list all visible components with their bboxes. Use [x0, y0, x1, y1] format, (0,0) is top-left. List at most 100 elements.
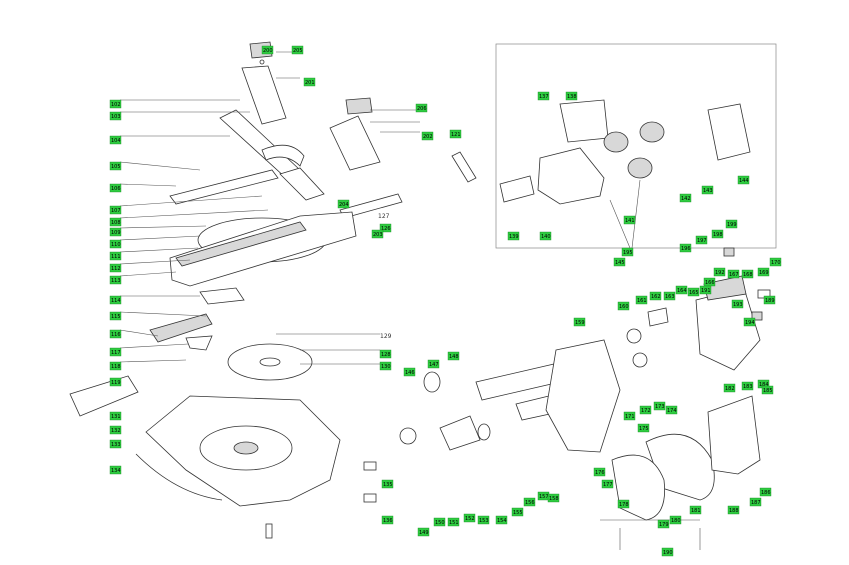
- part-tag-box: [477, 515, 490, 525]
- part-tag-box: [109, 347, 122, 357]
- part-tag-106: 106: [109, 183, 122, 193]
- fence-rail-lower: [169, 167, 325, 205]
- part-tag-label: 198: [713, 232, 723, 238]
- saw-arm: [545, 339, 621, 453]
- part-tag-label: 140: [541, 234, 551, 240]
- part-tag-205: 205: [291, 45, 304, 55]
- part-tag-199: 199: [725, 219, 738, 229]
- part-tag-box: [737, 175, 750, 185]
- part-tag-label: 181: [691, 508, 701, 514]
- rear-cover: [707, 395, 761, 475]
- part-tag-box: [109, 227, 122, 237]
- part-tag-box: [695, 235, 708, 245]
- part-tag-box: [109, 329, 122, 339]
- part-tag-206: 206: [415, 103, 428, 113]
- part-tag-box: [675, 285, 688, 295]
- gear-large: [626, 328, 648, 368]
- part-tag-label: 153: [479, 518, 489, 524]
- part-tag-171: 171: [623, 411, 636, 421]
- part-tag-box: [547, 493, 560, 503]
- part-tag-label: 161: [637, 298, 647, 304]
- part-tag-195: 195: [621, 247, 634, 257]
- part-tag-188: 188: [727, 505, 740, 515]
- part-tag-label: 148: [449, 354, 459, 360]
- part-tag-label: 128: [381, 352, 391, 358]
- part-tag-box: [511, 507, 524, 517]
- part-tag-box: [303, 77, 316, 87]
- part-tag-138: 138: [565, 91, 578, 101]
- part-tag-label: 152: [465, 516, 475, 522]
- part-tag-label: 176: [595, 470, 605, 476]
- part-tag-label: 149: [419, 530, 429, 536]
- part-tag-151: 151: [447, 517, 460, 527]
- part-tag-box: [109, 183, 122, 193]
- part-tag-label: 117: [111, 350, 121, 356]
- part-tag-box: [109, 251, 122, 261]
- part-tag-144: 144: [737, 175, 750, 185]
- part-tag-180: 180: [669, 515, 682, 525]
- part-tag-box: [447, 351, 460, 361]
- part-tag-box: [689, 505, 702, 515]
- part-tag-label: 118: [111, 364, 121, 370]
- part-tag-box: [371, 229, 384, 239]
- part-tag-box: [635, 295, 648, 305]
- part-tag-109: 109: [109, 227, 122, 237]
- part-tag-box: [723, 383, 736, 393]
- part-tag-136: 136: [381, 515, 394, 525]
- part-tag-label: 113: [111, 278, 121, 284]
- part-tag-box: [759, 487, 772, 497]
- part-tag-label: 205: [293, 48, 303, 54]
- part-tag-186: 186: [759, 487, 772, 497]
- part-tag-label: 199: [727, 222, 737, 228]
- part-tag-box: [663, 291, 676, 301]
- saw-blade: [227, 343, 313, 381]
- part-tag-148: 148: [447, 351, 460, 361]
- part-tag-label: 183: [743, 384, 753, 390]
- part-tag-box: [687, 287, 700, 297]
- part-tag-box: [727, 269, 740, 279]
- part-tag-label: 186: [761, 490, 771, 496]
- part-tag-198: 198: [711, 229, 724, 239]
- part-tag-156: 156: [523, 497, 536, 507]
- part-tag-label: 202: [423, 134, 433, 140]
- part-tag-label: 187: [751, 500, 761, 506]
- part-tag-130: 130: [379, 361, 392, 371]
- part-tag-164: 164: [675, 285, 688, 295]
- part-tag-box: [109, 161, 122, 171]
- part-tag-179: 179: [657, 519, 670, 529]
- part-tag-108: 108: [109, 217, 122, 227]
- part-tag-label: 115: [111, 314, 121, 320]
- part-tag-label: 116: [111, 332, 121, 338]
- part-tag-102: 102: [109, 99, 122, 109]
- part-tag-label: 204: [339, 202, 349, 208]
- part-tag-191: 191: [699, 285, 712, 295]
- part-tag-159: 159: [573, 317, 586, 327]
- part-tag-142: 142: [679, 193, 692, 203]
- part-tag-label: 112: [111, 266, 121, 272]
- part-tag-169: 169: [757, 267, 770, 277]
- part-tag-141: 141: [623, 215, 636, 225]
- part-tag-105: 105: [109, 161, 122, 171]
- part-tag-label: 165: [689, 290, 699, 296]
- part-tag-label: 108: [111, 220, 121, 226]
- part-tag-box: [731, 299, 744, 309]
- part-tag-box: [427, 359, 440, 369]
- part-tag-box: [261, 45, 274, 55]
- part-tag-box: [669, 515, 682, 525]
- part-tag-135: 135: [381, 479, 394, 489]
- part-tag-box: [463, 513, 476, 523]
- part-tag-box: [637, 423, 650, 433]
- part-tag-134: 134: [109, 465, 122, 475]
- part-tag-label: 121: [451, 132, 461, 138]
- part-tag-box: [507, 231, 520, 241]
- part-tag-box: [617, 301, 630, 311]
- part-tag-box: [109, 111, 122, 121]
- part-tag-box: [415, 103, 428, 113]
- part-tag-label: 162: [651, 294, 661, 300]
- part-tag-box: [749, 497, 762, 507]
- part-tag-label: 135: [383, 482, 393, 488]
- part-tag-170: 170: [769, 257, 782, 267]
- part-tag-box: [727, 505, 740, 515]
- part-tag-label: 110: [111, 242, 121, 248]
- motor-assembly-box: [495, 43, 777, 249]
